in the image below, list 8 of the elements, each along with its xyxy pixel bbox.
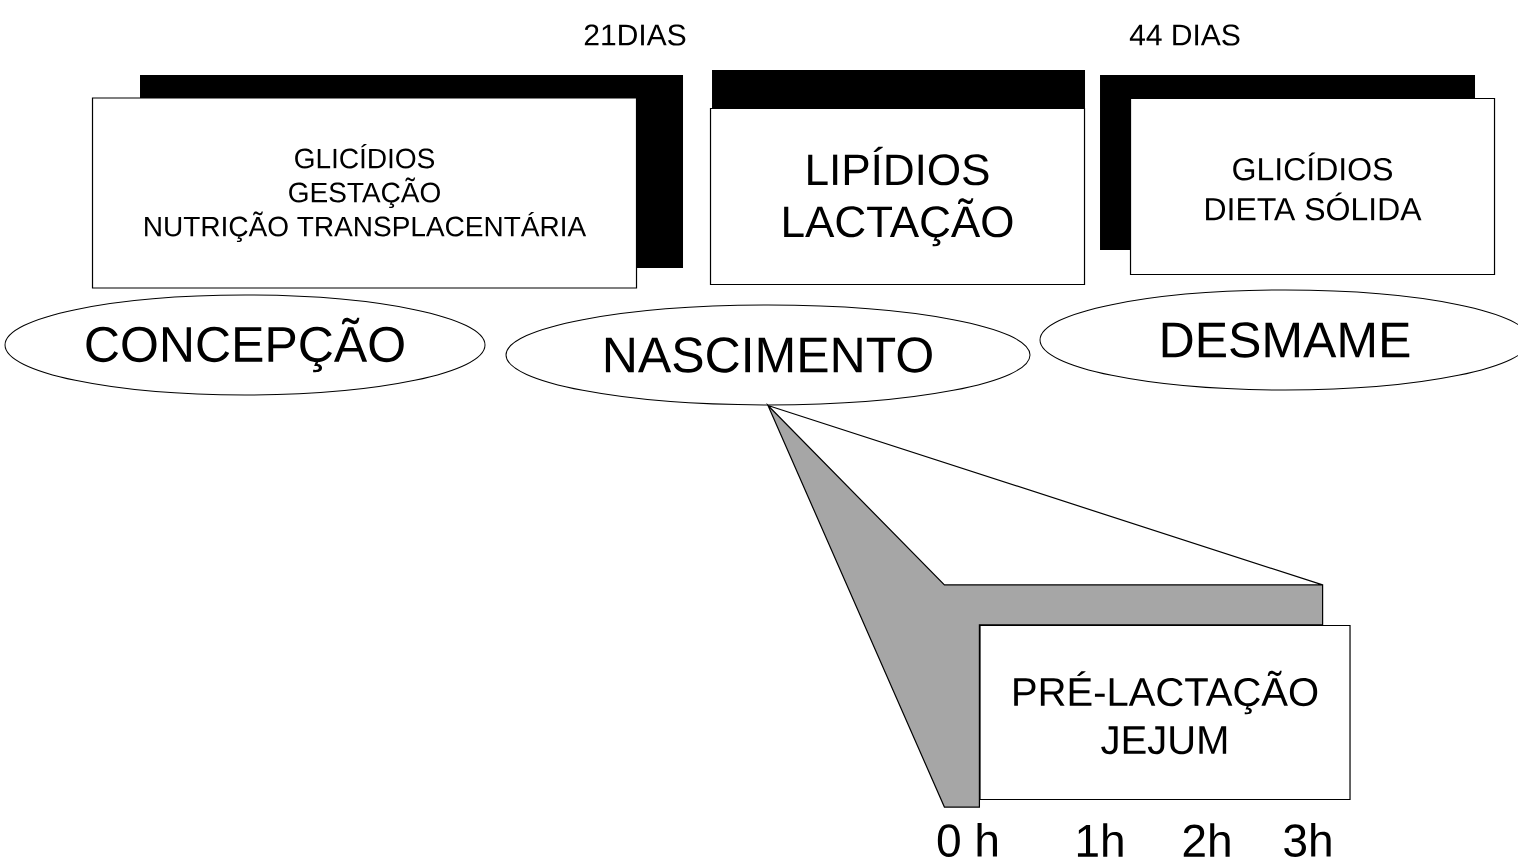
stage-box: PRÉ-LACTAÇÃO JEJUM [979,624,1351,801]
duration-label: 44 DIAS [1129,24,1240,46]
duration-label: 21DIAS [584,24,686,46]
time-label: 0 h [937,823,997,857]
stage-box: GLICÍDIOS GESTAÇÃO NUTRIÇÃO TRANSPLACENTÁRIA [91,75,683,289]
stage-box: LIPÍDIOS LACTAÇÃO [709,70,1086,286]
zoom-callout [767,404,1324,808]
stage-box: GLICÍDIOS DIETA SÓLIDA [1100,75,1496,276]
